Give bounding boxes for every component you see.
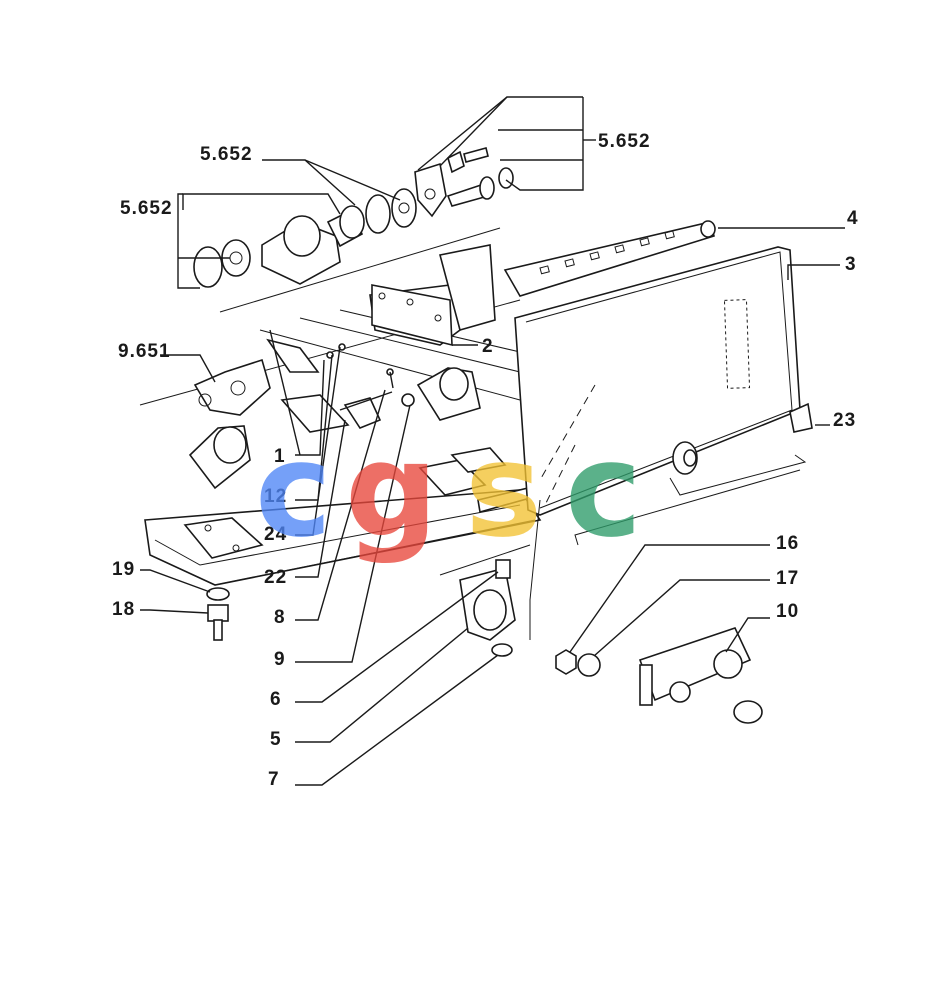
callout-8: 8 bbox=[274, 607, 286, 628]
lower-parts bbox=[206, 469, 801, 657]
mount-pad bbox=[183, 517, 264, 559]
callout-23: 23 bbox=[833, 410, 856, 431]
top-mount-assembly bbox=[193, 147, 514, 313]
callout-labels: 5.652 5.652 5.652 4 3 2 9.651 23 1 12 24… bbox=[112, 131, 859, 790]
washer-part bbox=[365, 194, 391, 234]
callout-5652-top: 5.652 bbox=[200, 144, 253, 165]
watermark-letter-s: s bbox=[465, 414, 542, 566]
nut-7 bbox=[491, 643, 513, 657]
washer-part bbox=[193, 246, 223, 288]
callout-18: 18 bbox=[112, 599, 135, 620]
callout-22: 22 bbox=[264, 567, 287, 588]
callout-24: 24 bbox=[264, 524, 287, 545]
lock-plate bbox=[414, 162, 447, 218]
callout-9651: 9.651 bbox=[118, 341, 171, 362]
washer-part bbox=[498, 167, 514, 189]
callout-12: 12 bbox=[264, 486, 287, 507]
washer-part bbox=[391, 188, 417, 228]
panel-assembly bbox=[503, 220, 813, 516]
callout-4: 4 bbox=[847, 208, 859, 229]
watermark-letter-c1: c bbox=[255, 414, 332, 566]
callout-10: 10 bbox=[776, 601, 799, 622]
callout-3: 3 bbox=[845, 254, 857, 275]
callout-16: 16 bbox=[776, 533, 799, 554]
callout-1: 1 bbox=[274, 446, 286, 467]
callout-5: 5 bbox=[270, 729, 282, 750]
hinge-slots bbox=[539, 230, 675, 275]
callout-9: 9 bbox=[274, 649, 286, 670]
grommet-23 bbox=[789, 402, 813, 433]
bolt-18-shank bbox=[213, 619, 223, 641]
callout-5652-left: 5.652 bbox=[120, 198, 173, 219]
callout-7: 7 bbox=[268, 769, 280, 790]
bolt-6 bbox=[495, 559, 511, 579]
watermark-logo: c g s c bbox=[255, 414, 642, 566]
bolt-18-head bbox=[207, 604, 229, 622]
right-small-parts bbox=[555, 627, 763, 724]
nut-16 bbox=[555, 649, 577, 675]
leaders-5652 bbox=[177, 96, 596, 289]
watermark-letter-c2: c bbox=[565, 414, 642, 566]
leader-lines bbox=[140, 227, 845, 786]
callout-5652-right: 5.652 bbox=[598, 131, 651, 152]
callout-2: 2 bbox=[482, 336, 494, 357]
bracket-9651 bbox=[193, 358, 271, 416]
bolt-part bbox=[463, 147, 489, 163]
watermark-letter-g: g bbox=[345, 414, 438, 566]
washer-19 bbox=[206, 587, 230, 601]
callout-19: 19 bbox=[112, 559, 135, 580]
hinge-strip-4 bbox=[503, 221, 715, 297]
callout-17: 17 bbox=[776, 568, 799, 589]
callout-6: 6 bbox=[270, 689, 282, 710]
nut-17 bbox=[577, 653, 601, 677]
